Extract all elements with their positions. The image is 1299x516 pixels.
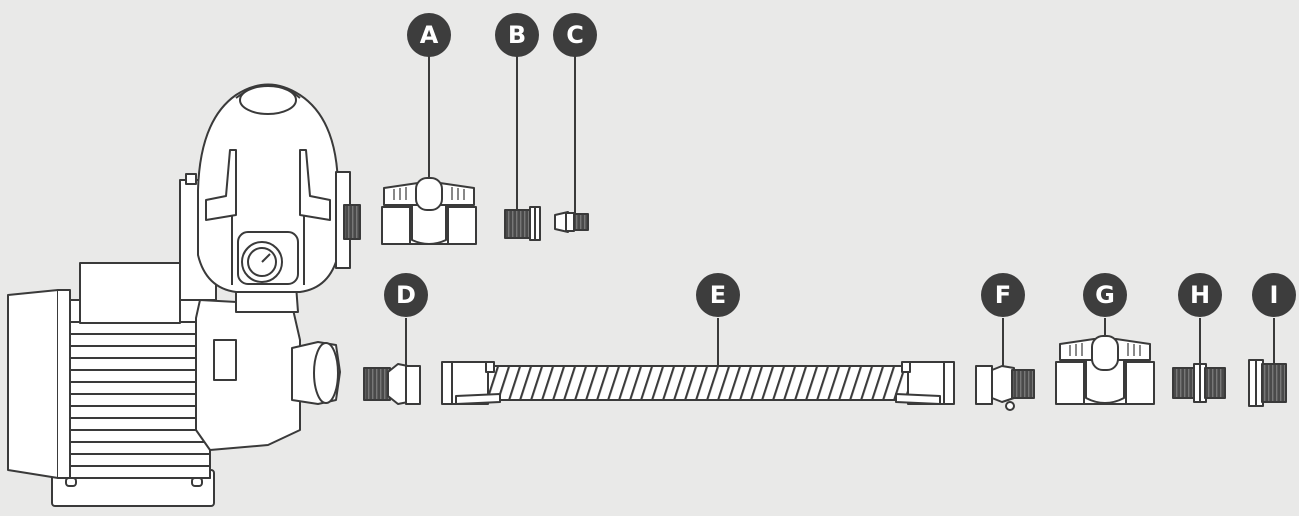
part-c-hose-barb bbox=[554, 48, 589, 233]
part-g-ball-valve bbox=[1055, 318, 1155, 405]
label-c-badge: C bbox=[553, 13, 597, 57]
label-a-badge: A bbox=[407, 13, 451, 57]
part-b-threaded-adapter bbox=[504, 48, 541, 241]
label-g-badge: G bbox=[1083, 273, 1127, 317]
part-e-flexible-hose bbox=[441, 318, 955, 405]
part-i-threaded-reducer bbox=[1248, 318, 1287, 407]
part-a-ball-valve bbox=[381, 48, 477, 245]
part-f-camlock-coupler bbox=[975, 318, 1035, 411]
label-f-badge: F bbox=[981, 273, 1025, 317]
label-e-badge: E bbox=[696, 273, 740, 317]
label-d-badge: D bbox=[384, 273, 428, 317]
label-h-badge: H bbox=[1178, 273, 1222, 317]
label-i-badge: I bbox=[1252, 273, 1296, 317]
label-b-badge: B bbox=[495, 13, 539, 57]
part-d-camlock-coupler bbox=[363, 318, 421, 405]
part-h-hex-nipple bbox=[1172, 318, 1226, 403]
pump-assembly bbox=[7, 83, 361, 507]
